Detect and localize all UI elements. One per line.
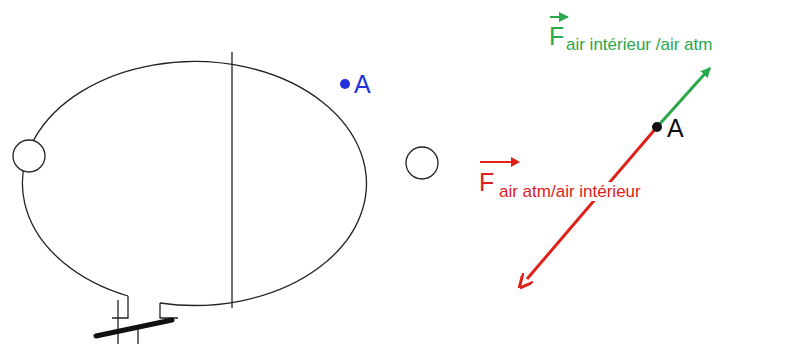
- ball-shell: [22, 61, 366, 305]
- valve-lever: [96, 320, 172, 336]
- ball-seam: [231, 52, 232, 308]
- right-handle: [406, 147, 438, 179]
- point-label: A: [667, 116, 684, 141]
- valve-body: [112, 296, 178, 318]
- force-symbol: F: [549, 24, 564, 49]
- valve-pipe: [117, 300, 118, 344]
- ball-outline: [13, 52, 438, 344]
- vector-arrow: [550, 16, 568, 18]
- point-a: [340, 79, 350, 89]
- force-subscript: air atm/air intérieur: [497, 182, 643, 201]
- point-label: A: [354, 72, 371, 97]
- force-symbol: F: [479, 170, 494, 195]
- point-a: [652, 122, 662, 132]
- left-handle: [13, 140, 45, 172]
- force-subscript: air intérieur /air atm: [566, 36, 712, 53]
- force-vector: [527, 127, 657, 279]
- vector-arrowhead: [511, 157, 520, 167]
